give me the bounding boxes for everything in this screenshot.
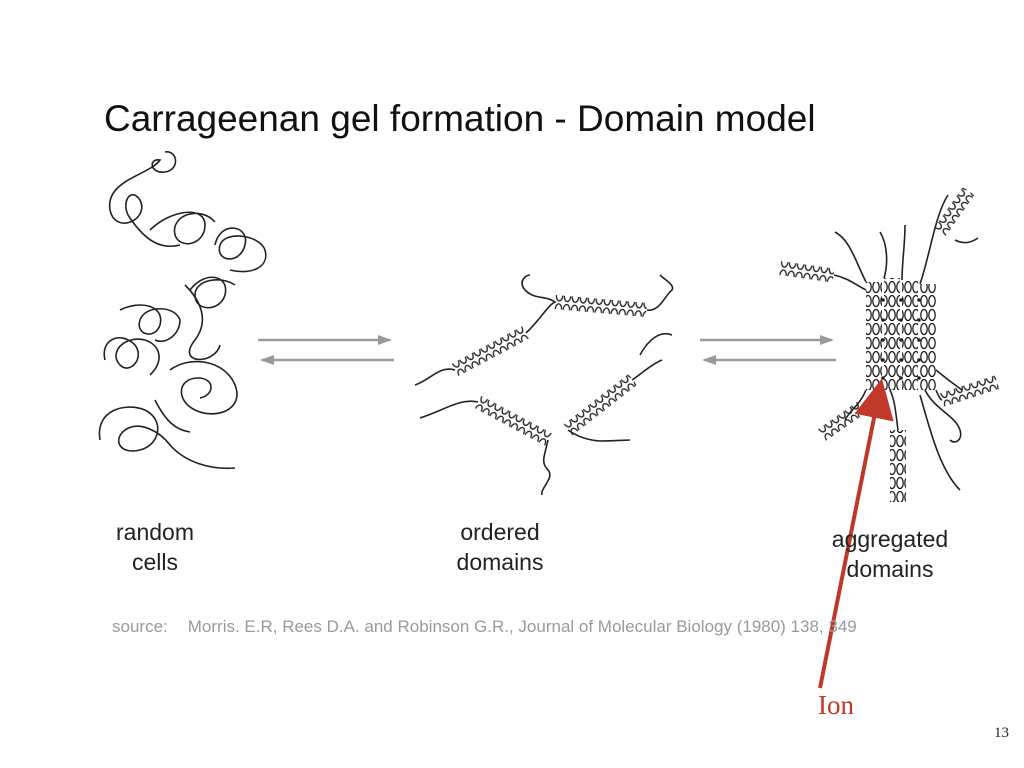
source-text: Morris. E.R, Rees D.A. and Robinson G.R.…	[187, 617, 857, 636]
label-ordered-domains: ordered domains	[430, 517, 570, 577]
label-line: aggregated	[831, 526, 949, 552]
coil-strand	[189, 276, 236, 309]
coil-strand	[541, 439, 551, 496]
coil-strand	[646, 274, 674, 311]
coil-strand	[109, 151, 181, 247]
ion-dot	[881, 318, 885, 322]
page-number: 13	[994, 725, 1009, 741]
coil-strand	[169, 360, 238, 415]
coil-strand	[414, 368, 456, 386]
coil-strand	[98, 406, 236, 470]
ion-dot	[899, 358, 903, 362]
coil-strand	[935, 389, 943, 401]
coil-strand	[103, 336, 160, 376]
label-aggregated-domains: aggregated domains	[810, 524, 970, 584]
annotation-arrow-icon	[818, 378, 894, 689]
coil-strand	[149, 211, 216, 245]
coil-strand	[639, 333, 673, 356]
ordered-domains	[414, 274, 674, 496]
ion-dot	[881, 338, 885, 342]
coil-strand	[834, 231, 867, 283]
label-line: random	[116, 519, 194, 545]
helix-icon	[451, 326, 529, 377]
ion-dot	[899, 338, 903, 342]
coil-strand	[919, 394, 961, 491]
label-line: ordered	[460, 519, 540, 545]
ion-dot	[917, 376, 921, 380]
helix-icon	[866, 282, 882, 390]
coil-strand	[889, 389, 899, 431]
ion-dot	[899, 298, 903, 302]
helix-icon	[902, 280, 918, 390]
coil-strand	[924, 389, 962, 443]
coil-strand	[119, 304, 181, 342]
ion-dot	[899, 376, 903, 380]
label-random-cells: random cells	[95, 517, 215, 577]
coil-strand	[935, 369, 963, 391]
equilibrium-arrows-icon	[258, 335, 394, 365]
ion-dot	[881, 376, 885, 380]
helix-icon	[817, 401, 866, 441]
helix-icon	[890, 430, 906, 502]
ion-dot	[917, 358, 921, 362]
source-citation: source: Morris. E.R, Rees D.A. and Robins…	[112, 617, 857, 637]
helix-icon	[563, 373, 637, 436]
ion-dot	[917, 318, 921, 322]
coil-strand	[154, 399, 191, 433]
coil-strand	[833, 274, 867, 291]
coil-strand	[419, 400, 479, 419]
helix-icon	[939, 375, 1000, 407]
helix-icon	[920, 284, 936, 390]
ion-annotation-label: Ion	[818, 690, 854, 720]
random-coils	[98, 151, 267, 470]
ion-dot	[881, 298, 885, 302]
ion-dot	[917, 298, 921, 302]
coil-strand	[567, 429, 631, 442]
helix-icon	[474, 395, 552, 446]
coil-strand	[631, 359, 663, 381]
coil-strand	[919, 194, 949, 285]
coil-strand	[214, 227, 267, 273]
slide-title: Carrageenan gel formation - Domain model	[104, 98, 816, 139]
label-line: domains	[846, 556, 934, 582]
helix-icon	[934, 187, 975, 237]
helix-icon	[779, 261, 835, 283]
label-line: domains	[456, 549, 544, 575]
equilibrium-arrows-icon	[700, 335, 836, 365]
coil-strand	[521, 274, 557, 334]
ion-dot	[899, 318, 903, 322]
helix-icon	[884, 278, 900, 390]
coil-strand	[901, 224, 906, 281]
source-key: source:	[112, 617, 168, 636]
ion-dot	[881, 358, 885, 362]
helix-icon	[554, 295, 648, 317]
label-line: cells	[131, 549, 178, 575]
coil-strand	[954, 237, 979, 244]
ion-dot	[917, 338, 921, 342]
coil-strand	[879, 231, 888, 279]
aggregated-domains	[779, 187, 1000, 502]
coil-strand	[184, 284, 221, 361]
